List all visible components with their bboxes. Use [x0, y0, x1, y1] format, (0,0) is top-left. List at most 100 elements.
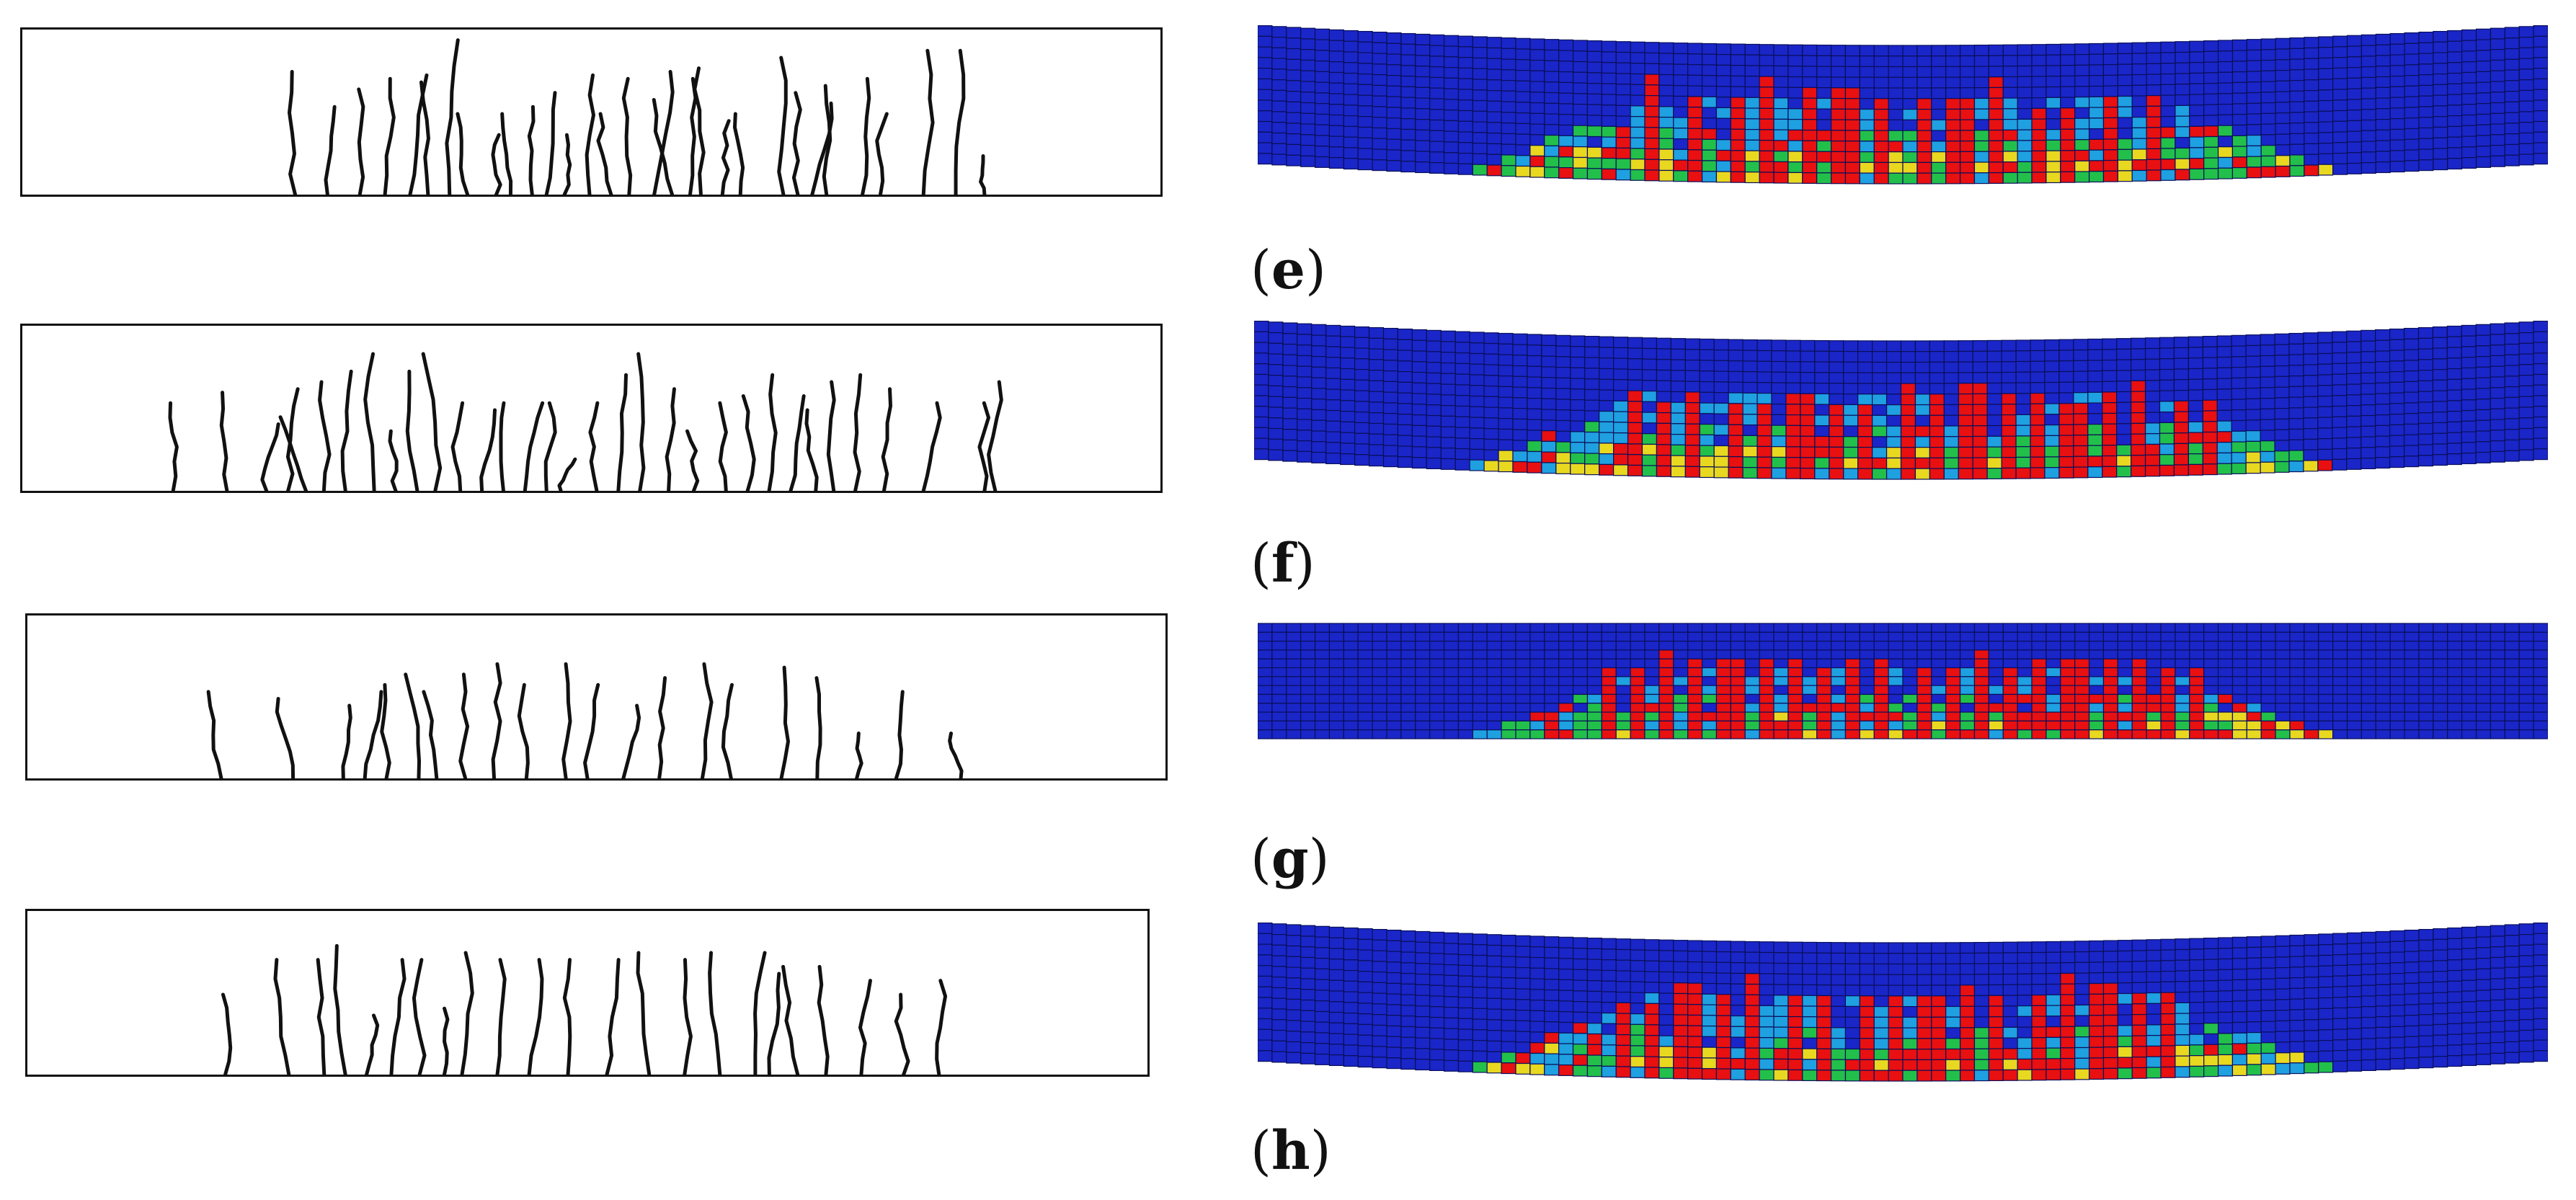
fe-damage-beam-e	[1258, 18, 2548, 198]
damage-contour	[1258, 623, 2548, 739]
crack-line	[422, 690, 439, 778]
crack-line	[388, 429, 399, 491]
crack-line	[495, 958, 507, 1075]
crack-line	[168, 401, 179, 491]
crack-line	[491, 662, 502, 778]
crack-line	[341, 703, 352, 778]
panel-label-f: (f)	[1251, 533, 1315, 595]
crack-line	[324, 105, 337, 195]
crack-line	[954, 48, 966, 195]
crack-line	[791, 91, 802, 195]
crack-line	[826, 380, 836, 491]
crack-line	[363, 352, 376, 491]
crack-line	[683, 958, 693, 1075]
crack-line	[544, 91, 557, 195]
crack-line	[753, 951, 767, 1075]
crack-line	[935, 979, 948, 1075]
crack-line	[621, 703, 641, 778]
crack-line	[652, 98, 675, 195]
fe-mesh-e	[1258, 25, 2548, 185]
crack-line	[979, 154, 987, 195]
crack-line	[260, 422, 280, 491]
crack-line	[858, 979, 872, 1075]
crack-line	[700, 662, 714, 778]
crack-line	[517, 683, 530, 778]
crack-line	[419, 80, 430, 195]
crack-line	[405, 369, 419, 491]
crack-line	[499, 401, 506, 491]
crack-line	[363, 690, 383, 778]
crack-line	[636, 951, 652, 1075]
crack-line	[543, 401, 557, 491]
crack-line	[657, 676, 667, 778]
damage-contour	[1258, 923, 2548, 1082]
crack-line	[500, 112, 513, 195]
crack-line	[460, 951, 474, 1075]
crack-line	[636, 352, 646, 491]
crack-line	[275, 697, 296, 778]
crack-line	[789, 394, 806, 491]
crack-line	[732, 112, 745, 195]
fe-mesh-g	[1258, 623, 2548, 739]
crack-line	[596, 112, 613, 195]
crack-line	[894, 690, 905, 778]
crack-line	[817, 964, 830, 1075]
crack-line	[380, 683, 391, 778]
crack-line	[561, 662, 572, 778]
crack-line	[621, 76, 633, 195]
crack-line	[527, 105, 536, 195]
crack-lines-1	[288, 38, 987, 195]
crack-line	[206, 690, 223, 778]
crack-line	[365, 1013, 380, 1075]
crack-line	[219, 391, 229, 491]
crack-line	[585, 73, 595, 195]
crack-line	[767, 972, 781, 1075]
crack-line	[456, 112, 470, 195]
panel-label-e: (e)	[1251, 239, 1326, 301]
crack-line	[894, 992, 910, 1075]
crack-line	[814, 676, 822, 778]
crack-line	[779, 665, 790, 778]
crack-line	[948, 732, 964, 778]
crack-line	[693, 66, 706, 195]
crack-line	[881, 387, 893, 491]
damage-contour	[1254, 321, 2548, 480]
crack-line	[479, 408, 497, 491]
crack-line	[562, 133, 572, 195]
crack-line	[389, 958, 407, 1075]
crack-line	[822, 84, 832, 195]
crack-lines-2	[168, 352, 1003, 491]
crack-line	[316, 958, 327, 1075]
crack-line	[588, 401, 600, 491]
crack-line	[921, 401, 942, 491]
crack-line	[357, 87, 365, 195]
crack-line	[861, 76, 871, 195]
crack-line	[450, 401, 465, 491]
crack-line	[720, 119, 731, 195]
crack-pattern-panel-2	[20, 324, 1163, 493]
fe-mesh-f	[1254, 321, 2548, 480]
crack-line	[562, 958, 572, 1075]
crack-line	[288, 70, 298, 195]
crack-line	[404, 672, 422, 778]
crack-line	[804, 408, 819, 491]
fe-mesh-h	[1258, 923, 2548, 1082]
crack-pattern-panel-3	[25, 613, 1168, 781]
crack-line	[458, 672, 470, 778]
fe-damage-beam-g	[1258, 616, 2548, 753]
crack-line	[777, 55, 788, 195]
crack-line	[278, 415, 308, 491]
crack-lines-3	[206, 662, 964, 778]
crack-line	[977, 401, 990, 491]
panel-label-h: (h)	[1251, 1120, 1331, 1182]
panel-label-g: (g)	[1251, 828, 1330, 890]
crack-line	[708, 951, 722, 1075]
crack-pattern-panel-1	[20, 27, 1163, 197]
crack-line	[318, 380, 332, 491]
crack-line	[340, 369, 353, 491]
crack-line	[810, 101, 834, 195]
crack-line	[652, 70, 675, 195]
crack-line	[421, 352, 443, 491]
crack-line	[853, 373, 863, 491]
crack-line	[741, 394, 756, 491]
